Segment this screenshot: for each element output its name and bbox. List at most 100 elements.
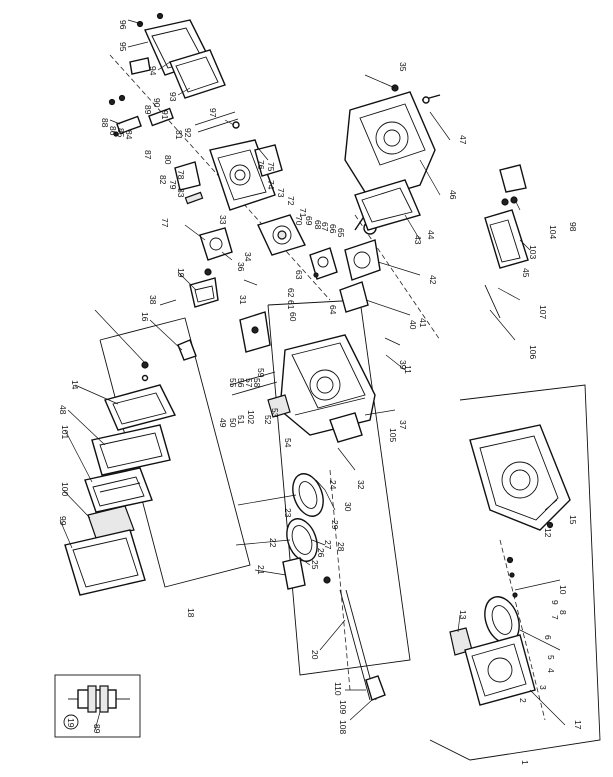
callout-88: 88 bbox=[100, 118, 110, 128]
callout-108: 108 bbox=[338, 720, 348, 734]
callout-26: 26 bbox=[316, 548, 326, 558]
callout-97: 97 bbox=[208, 108, 218, 118]
callout-85: 85 bbox=[116, 128, 126, 138]
callout-68: 68 bbox=[313, 220, 323, 230]
callout-32: 32 bbox=[356, 480, 366, 490]
callout-79: 79 bbox=[168, 180, 178, 190]
callout-8: 8 bbox=[558, 610, 568, 615]
callout-107: 107 bbox=[538, 305, 548, 319]
engine-block bbox=[229, 311, 376, 443]
callout-28: 28 bbox=[336, 542, 346, 552]
callout-76: 76 bbox=[256, 160, 266, 170]
callout-59: 59 bbox=[256, 368, 266, 378]
fan-cover bbox=[469, 424, 571, 531]
callout-35: 35 bbox=[398, 62, 408, 72]
callout-labels: 96 95 94 93 97 92 91 90 89 88 87 86 85 8… bbox=[58, 20, 583, 765]
callout-44: 44 bbox=[426, 230, 436, 240]
callout-52: 52 bbox=[263, 415, 273, 425]
callout-12: 12 bbox=[543, 528, 553, 538]
callout-90: 90 bbox=[152, 98, 162, 108]
crankcase-cover bbox=[344, 84, 441, 231]
callout-110: 110 bbox=[333, 682, 343, 696]
callout-37: 37 bbox=[398, 420, 408, 430]
recoil-starter bbox=[449, 556, 536, 706]
inset-detail-box bbox=[54, 674, 141, 738]
callout-60: 60 bbox=[288, 312, 298, 322]
carburetor-group bbox=[177, 227, 233, 361]
callout-46: 46 bbox=[448, 190, 458, 200]
callout-91: 91 bbox=[160, 110, 170, 120]
callout-31: 31 bbox=[238, 295, 248, 305]
callout-54: 54 bbox=[283, 438, 293, 448]
callout-93: 93 bbox=[168, 92, 178, 102]
callout-2: 2 bbox=[518, 698, 528, 703]
cylinder-head bbox=[174, 139, 283, 211]
callout-27: 27 bbox=[323, 540, 333, 550]
callout-10: 10 bbox=[558, 585, 568, 595]
callout-50: 50 bbox=[228, 418, 238, 428]
callout-13: 13 bbox=[458, 610, 468, 620]
callout-30: 30 bbox=[343, 502, 353, 512]
callout-92: 92 bbox=[183, 128, 193, 138]
callout-104: 104 bbox=[548, 225, 558, 239]
callout-99: 99 bbox=[58, 516, 68, 526]
callout-98: 98 bbox=[568, 222, 578, 232]
callout-45: 45 bbox=[521, 268, 531, 278]
callout-66: 66 bbox=[328, 224, 338, 234]
callout-20: 20 bbox=[310, 650, 320, 660]
callout-80: 80 bbox=[163, 155, 173, 165]
callout-81: 81 bbox=[174, 130, 184, 140]
callout-11: 11 bbox=[403, 365, 413, 374]
callout-106: 106 bbox=[528, 345, 538, 359]
callout-53: 53 bbox=[270, 408, 280, 418]
callout-109: 109 bbox=[338, 700, 348, 714]
callout-95: 95 bbox=[118, 42, 128, 52]
valve-cover-group bbox=[129, 12, 226, 99]
callout-40: 40 bbox=[408, 320, 418, 330]
callout-14: 14 bbox=[70, 380, 80, 390]
callout-42: 42 bbox=[428, 275, 438, 285]
callout-89: 89 bbox=[143, 105, 153, 115]
callout-102: 102 bbox=[246, 410, 256, 424]
inset-callout-89: 89 bbox=[92, 724, 102, 734]
callout-55: 55 bbox=[228, 378, 238, 388]
callout-7: 7 bbox=[550, 615, 560, 620]
callout-103: 103 bbox=[528, 245, 538, 259]
callout-49: 49 bbox=[218, 418, 228, 428]
callout-67: 67 bbox=[320, 222, 330, 232]
callout-43: 43 bbox=[413, 235, 423, 245]
starter-motor bbox=[484, 164, 529, 319]
callout-61: 61 bbox=[286, 300, 296, 310]
callout-71: 71 bbox=[298, 208, 308, 218]
valve-cover-gasket bbox=[169, 49, 226, 99]
callout-21: 21 bbox=[256, 565, 266, 575]
callout-24: 24 bbox=[328, 480, 338, 490]
callout-77: 77 bbox=[160, 218, 170, 228]
callout-86: 86 bbox=[108, 126, 118, 136]
rocker-arm-group bbox=[108, 94, 240, 137]
callout-36: 36 bbox=[236, 262, 246, 272]
callout-70: 70 bbox=[294, 216, 304, 226]
callout-73: 73 bbox=[276, 188, 286, 198]
callout-94: 94 bbox=[148, 66, 158, 76]
callout-3: 3 bbox=[538, 685, 548, 690]
callout-87: 87 bbox=[143, 150, 153, 160]
callout-83: 83 bbox=[176, 188, 186, 198]
callout-51: 51 bbox=[236, 415, 246, 425]
callout-29: 29 bbox=[330, 520, 340, 530]
callout-23: 23 bbox=[283, 508, 293, 518]
callout-5: 5 bbox=[546, 655, 556, 660]
callout-63: 63 bbox=[294, 270, 304, 280]
callout-82: 82 bbox=[158, 175, 168, 185]
callout-25: 25 bbox=[310, 560, 320, 570]
callout-58: 58 bbox=[252, 378, 262, 388]
callout-105: 105 bbox=[388, 428, 398, 442]
callout-4: 4 bbox=[546, 668, 556, 673]
callout-72: 72 bbox=[286, 196, 296, 206]
callout-74: 74 bbox=[266, 180, 276, 190]
callout-84: 84 bbox=[124, 130, 134, 140]
callout-101: 101 bbox=[60, 425, 70, 439]
callout-34: 34 bbox=[243, 252, 253, 262]
callout-9: 9 bbox=[550, 600, 560, 605]
